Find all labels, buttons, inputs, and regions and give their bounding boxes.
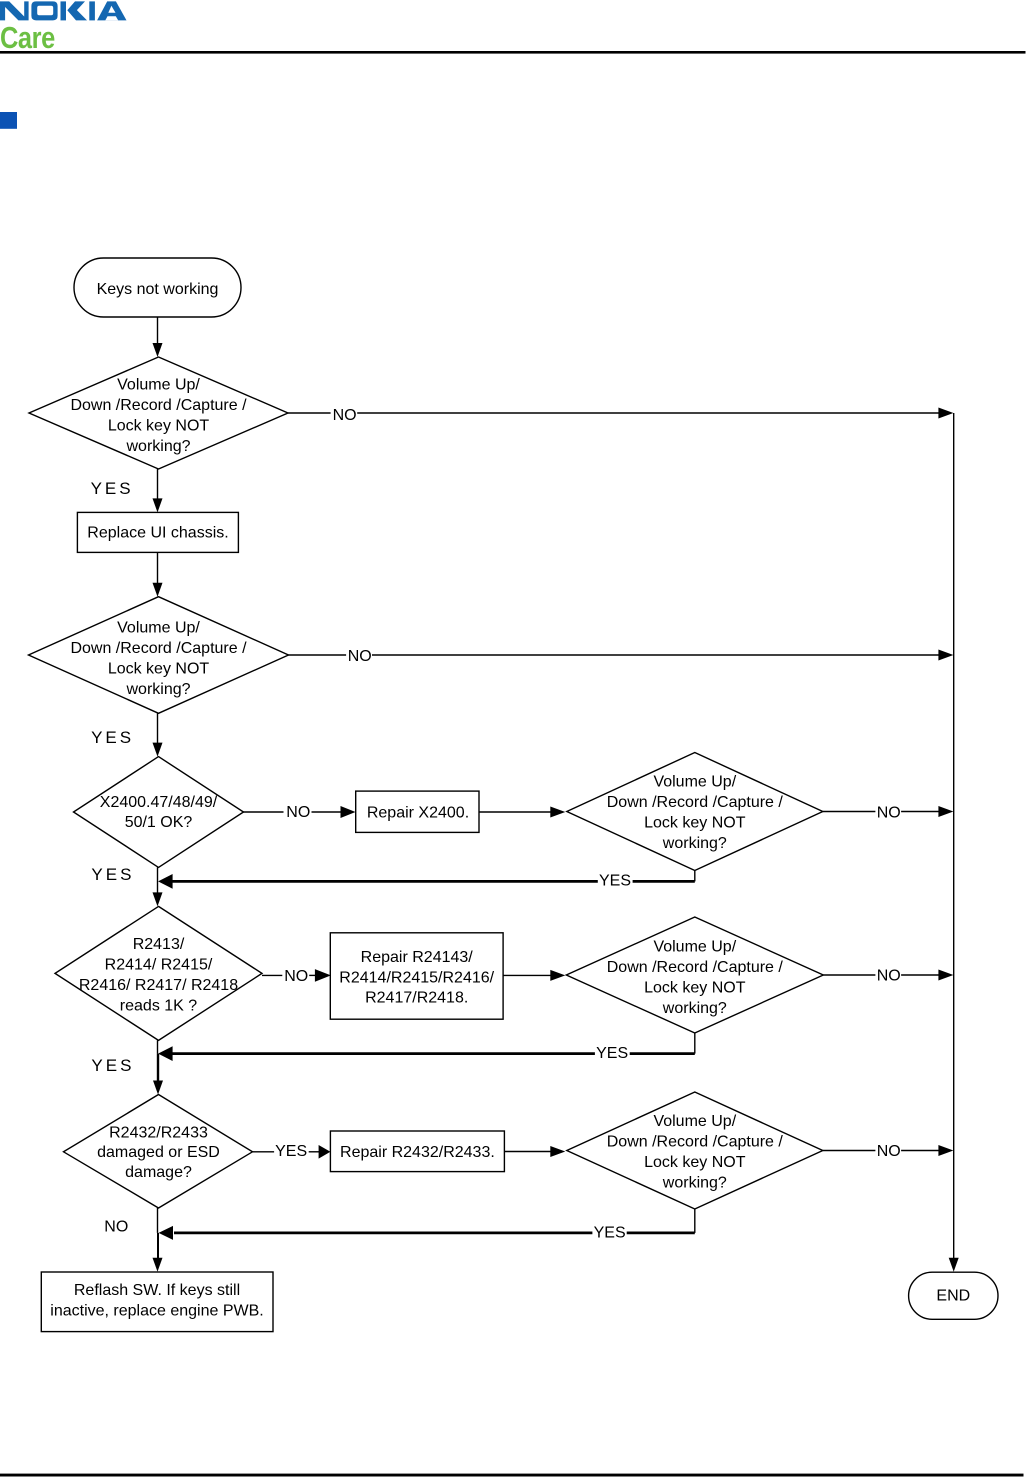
svg-text:Care: Care — [0, 21, 55, 56]
svg-text:R2414/R2415/R2416/: R2414/R2415/R2416/ — [339, 969, 494, 986]
svg-text:R2416/ R2417/ R2418: R2416/ R2417/ R2418 — [79, 977, 238, 994]
svg-text:R2413/: R2413/ — [133, 936, 185, 953]
svg-text:Lock key NOT: Lock key NOT — [108, 418, 210, 435]
svg-text:NO: NO — [348, 648, 372, 665]
svg-text:Volume Up/: Volume Up/ — [117, 377, 200, 394]
svg-text:NO: NO — [877, 1143, 901, 1160]
svg-text:Repair R24143/: Repair R24143/ — [361, 949, 474, 966]
svg-text:Down /Record /Capture /: Down /Record /Capture / — [70, 640, 247, 657]
svg-text:50/1 OK?: 50/1 OK? — [125, 814, 193, 831]
svg-text:reads 1K ?: reads 1K ? — [120, 997, 197, 1014]
svg-text:YES: YES — [599, 873, 631, 890]
svg-text:YES: YES — [91, 728, 134, 747]
svg-text:R2432/R2433: R2432/R2433 — [109, 1125, 208, 1142]
svg-text:damage?: damage? — [125, 1164, 192, 1181]
svg-text:NO: NO — [286, 804, 310, 821]
svg-text:inactive, replace engine PWB.: inactive, replace engine PWB. — [50, 1303, 263, 1320]
svg-text:NO: NO — [284, 968, 308, 985]
svg-text:Down /Record /Capture /: Down /Record /Capture / — [607, 1134, 784, 1151]
svg-text:Repair X2400.: Repair X2400. — [367, 804, 469, 821]
svg-text:NO: NO — [104, 1218, 128, 1235]
svg-text:Volume Up/: Volume Up/ — [117, 620, 200, 637]
svg-text:YES: YES — [91, 479, 134, 498]
svg-text:Lock key NOT: Lock key NOT — [644, 1154, 746, 1171]
svg-text:damaged or ESD: damaged or ESD — [97, 1144, 220, 1161]
svg-text:YES: YES — [91, 865, 134, 884]
svg-text:END: END — [936, 1287, 970, 1304]
svg-text:working?: working? — [662, 1000, 727, 1017]
svg-text:NO: NO — [877, 805, 901, 822]
svg-text:YES: YES — [596, 1045, 628, 1062]
svg-text:working?: working? — [125, 438, 190, 455]
svg-text:NO: NO — [877, 968, 901, 985]
svg-text:Lock key NOT: Lock key NOT — [644, 979, 746, 996]
svg-text:Down /Record /Capture /: Down /Record /Capture / — [607, 959, 784, 976]
svg-text:YES: YES — [91, 1056, 134, 1075]
svg-text:Lock key NOT: Lock key NOT — [108, 660, 210, 677]
svg-text:Reflash SW. If keys still: Reflash SW. If keys still — [74, 1282, 240, 1299]
svg-text:Volume Up/: Volume Up/ — [653, 938, 736, 955]
svg-text:Lock key NOT: Lock key NOT — [644, 815, 746, 832]
svg-text:Replace UI chassis.: Replace UI chassis. — [87, 524, 228, 541]
svg-text:NO: NO — [333, 407, 357, 424]
svg-text:YES: YES — [275, 1143, 307, 1160]
svg-text:Down /Record /Capture /: Down /Record /Capture / — [70, 397, 247, 414]
svg-text:R2417/R2418.: R2417/R2418. — [365, 990, 468, 1007]
svg-text:YES: YES — [594, 1224, 626, 1241]
svg-text:X2400.47/48/49/: X2400.47/48/49/ — [100, 794, 218, 811]
svg-text:working?: working? — [662, 1175, 727, 1192]
svg-text:working?: working? — [125, 681, 190, 698]
svg-text:Keys not working: Keys not working — [97, 281, 219, 298]
svg-text:R2414/ R2415/: R2414/ R2415/ — [105, 956, 213, 973]
svg-text:Repair R2432/R2433.: Repair R2432/R2433. — [340, 1144, 495, 1161]
svg-text:working?: working? — [662, 835, 727, 852]
svg-text:Down /Record /Capture /: Down /Record /Capture / — [607, 794, 784, 811]
svg-text:Volume Up/: Volume Up/ — [653, 774, 736, 791]
svg-text:Volume Up/: Volume Up/ — [653, 1113, 736, 1130]
